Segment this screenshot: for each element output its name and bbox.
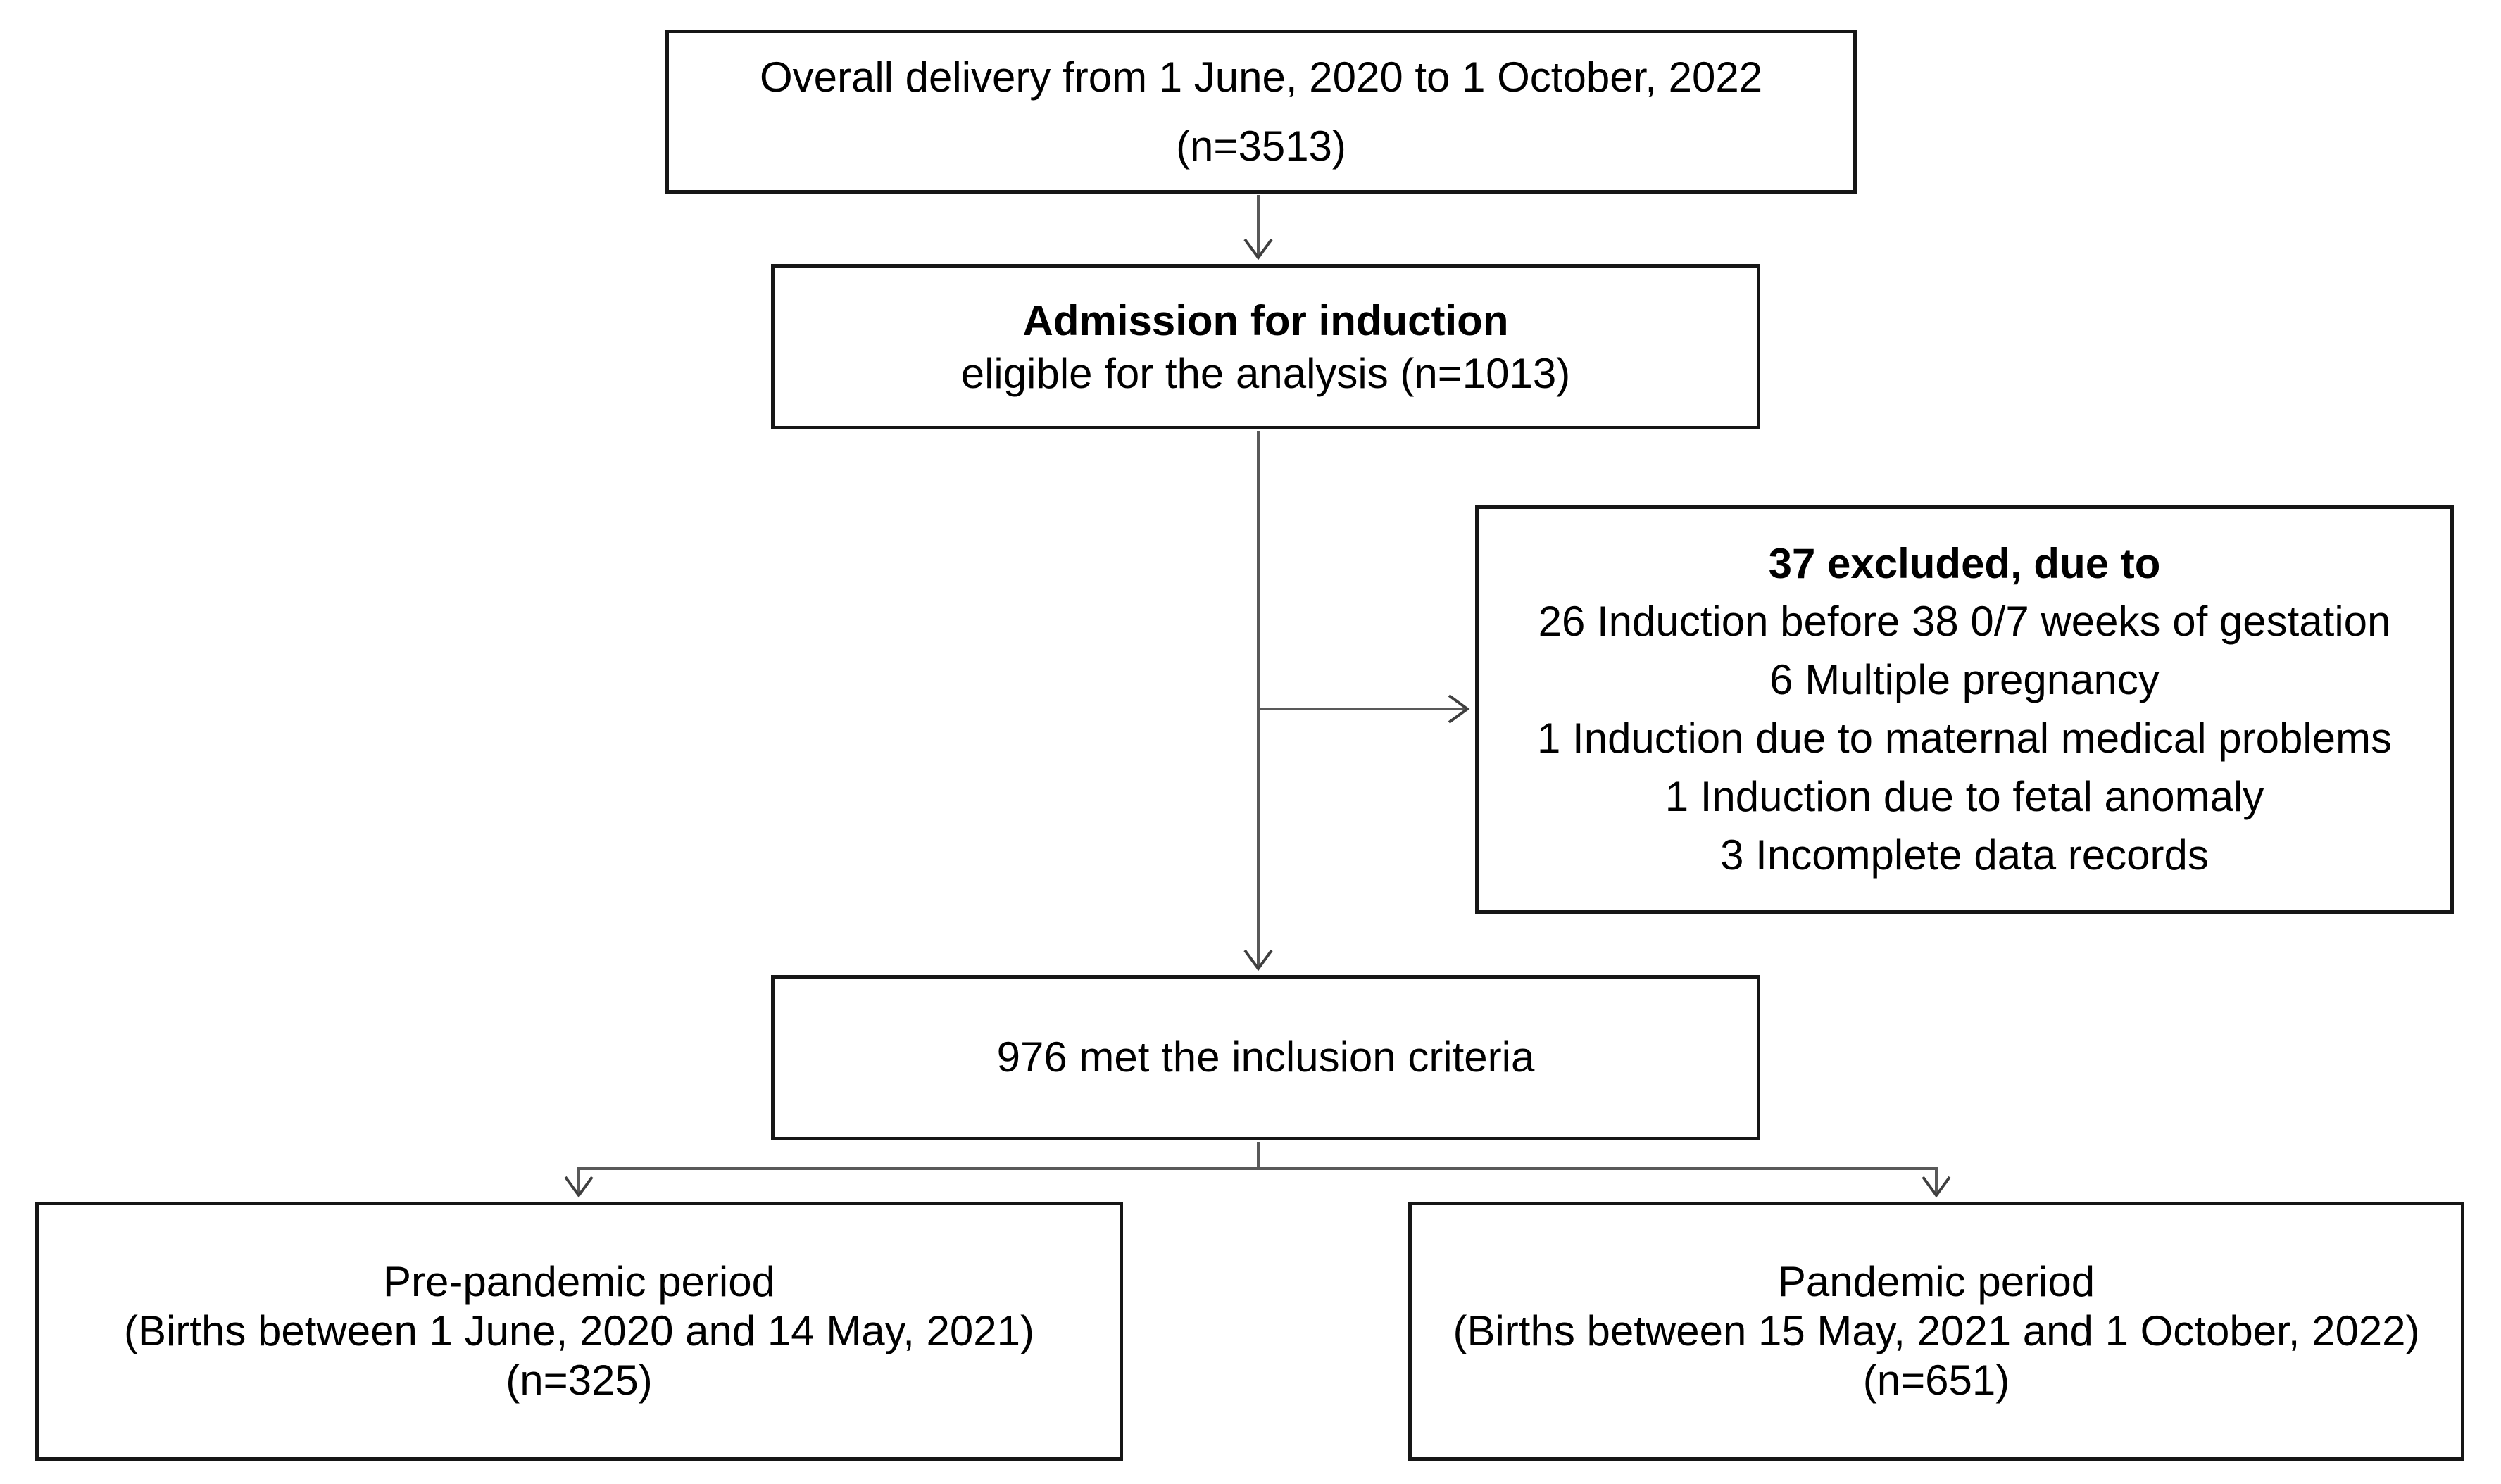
box-excluded-reasons: 37 excluded, due to 26 Induction before … — [1475, 505, 2454, 914]
box-pre-pandemic-period: Pre-pandemic period (Births between 1 Ju… — [35, 1202, 1123, 1461]
box-inclusion-criteria: 976 met the inclusion criteria — [771, 975, 1760, 1140]
box-admission-for-induction: Admission for induction eligible for the… — [771, 264, 1760, 429]
excluded-item: 26 Induction before 38 0/7 weeks of gest… — [1538, 598, 2391, 646]
excluded-item: 1 Induction due to fetal anomaly — [1665, 772, 2264, 820]
excluded-item: 3 Incomplete data records — [1720, 831, 2209, 879]
pre-pandemic-count: (n=325) — [506, 1357, 653, 1404]
pandemic-title: Pandemic period — [1777, 1257, 2095, 1305]
excluded-title: 37 excluded, due to — [1768, 539, 2161, 587]
box-pandemic-period: Pandemic period (Births between 15 May, … — [1408, 1202, 2464, 1461]
box-overall-delivery: Overall delivery from 1 June, 2020 to 1 … — [665, 30, 1857, 194]
excluded-item: 6 Multiple pregnancy — [1769, 656, 2160, 704]
pandemic-count: (n=651) — [1862, 1357, 2010, 1404]
admission-title: Admission for induction — [1022, 296, 1509, 344]
pandemic-range: (Births between 15 May, 2021 and 1 Octob… — [1453, 1307, 2420, 1354]
overall-delivery-count: (n=3513) — [1176, 122, 1346, 170]
overall-delivery-text: Overall delivery from 1 June, 2020 to 1 … — [759, 54, 1763, 101]
admission-subtitle: eligible for the analysis (n=1013) — [960, 349, 1571, 397]
pre-pandemic-range: (Births between 1 June, 2020 and 14 May,… — [123, 1307, 1035, 1354]
excluded-item: 1 Induction due to maternal medical prob… — [1536, 715, 2392, 762]
inclusion-text: 976 met the inclusion criteria — [996, 1033, 1535, 1081]
pre-pandemic-title: Pre-pandemic period — [383, 1257, 775, 1305]
